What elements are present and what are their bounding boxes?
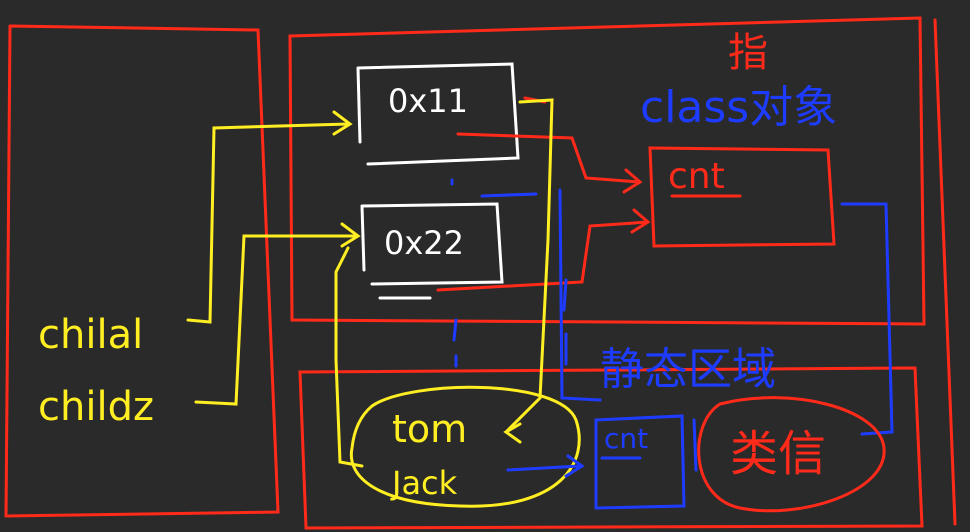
arrow-obj2-to-class <box>436 220 650 292</box>
red-region-borders <box>4 16 957 530</box>
left-stack-region <box>4 24 280 518</box>
child2-arrow-head <box>340 222 361 248</box>
child2-label: childz <box>38 384 154 430</box>
obj2-to-tom <box>334 246 364 468</box>
child1-arrow-head <box>332 110 353 136</box>
arrow-obj2-head <box>630 208 651 234</box>
object-address-1: 0x11 <box>388 82 468 120</box>
lower-method-region <box>298 366 924 530</box>
upper-heap-region <box>288 16 926 326</box>
class-object-box <box>648 146 836 248</box>
class-object-label: class对象 <box>640 82 837 133</box>
arrow-obj1-head <box>622 168 643 194</box>
tom-label: tom <box>392 407 467 451</box>
object-box-1 <box>356 62 520 166</box>
string-ellipse <box>349 385 581 508</box>
top-mark-label: 指 <box>728 30 768 76</box>
class-right-link <box>840 202 894 436</box>
tom-arrow-head <box>503 422 522 444</box>
static-area-label: 静态区域 <box>600 344 776 395</box>
object-address-2: 0x22 <box>384 224 464 262</box>
cnt-method-label: cnt <box>668 156 725 197</box>
right-edge-line <box>933 18 957 526</box>
static-dash-2 <box>452 318 458 368</box>
static-right-bracket <box>692 418 698 472</box>
child1-label: chilal <box>38 312 143 358</box>
arrow-obj1-to-class <box>456 132 642 184</box>
obj1-to-tom <box>504 98 554 434</box>
cnt-static-box <box>594 414 686 510</box>
static-bracket <box>558 188 602 402</box>
jack-to-static <box>506 464 582 472</box>
jack-arrow-head <box>564 454 585 478</box>
static-cnt-label: cnt <box>604 422 648 455</box>
red-pointer-arrows <box>436 96 651 292</box>
object-box-2 <box>360 202 504 286</box>
static-dash-3 <box>480 192 538 198</box>
child1-ref <box>186 122 350 324</box>
static-dash-4 <box>562 278 568 366</box>
child2-ref <box>194 234 358 406</box>
heap-object-boxes <box>356 62 520 300</box>
blue-static-lines <box>450 178 894 510</box>
jack-label: Jack <box>390 464 458 502</box>
class-info-label: 类信 <box>730 426 826 482</box>
yellow-reference-lines <box>186 98 581 508</box>
class-info-ellipse <box>697 396 886 513</box>
